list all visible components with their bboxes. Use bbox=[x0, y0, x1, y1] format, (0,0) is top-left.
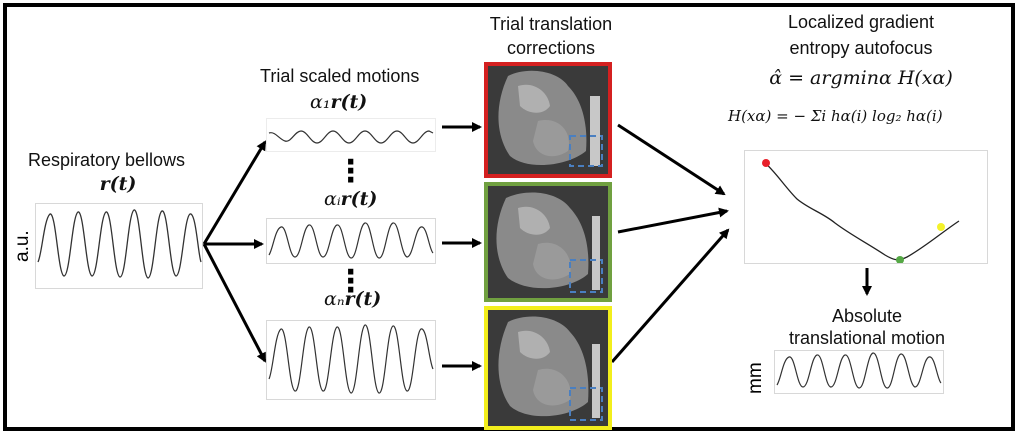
mri-image-green bbox=[484, 182, 612, 302]
green-point bbox=[896, 256, 904, 263]
mri-image-yellow bbox=[484, 306, 612, 430]
trial-signal-small bbox=[266, 118, 436, 152]
mri-image-red bbox=[484, 62, 612, 178]
bellows-math: r(t) bbox=[99, 173, 137, 195]
red-point bbox=[762, 159, 770, 167]
bellows-signal bbox=[35, 203, 203, 289]
alphai-label: αᵢr(t) bbox=[324, 188, 378, 210]
trial-signal-medium bbox=[266, 218, 436, 264]
ellipsis-dots-2: ··· bbox=[345, 255, 357, 308]
trial-signal-large bbox=[266, 320, 436, 400]
autofocus-title-1: Localized gradient bbox=[787, 12, 935, 32]
ellipsis-dots-1: ··· bbox=[345, 145, 357, 198]
bellows-title: Respiratory bellows bbox=[28, 150, 186, 170]
autofocus-title-2: entropy autofocus bbox=[789, 38, 933, 58]
absolute-motion-signal bbox=[774, 350, 944, 394]
alpha1-label: α₁r(t) bbox=[310, 91, 368, 113]
absolute-title-2: translational motion bbox=[788, 328, 946, 348]
absolute-title-1: Absolute bbox=[831, 306, 903, 326]
yellow-point bbox=[937, 223, 945, 231]
formula-argmin: α̂ = argminα H(xα) bbox=[769, 67, 953, 89]
entropy-curve-plot bbox=[744, 150, 988, 264]
formula-entropy: H(xα) = − Σi hα(i) log₂ hα(i) bbox=[728, 107, 943, 125]
trial-translation-title-1: Trial translation bbox=[489, 14, 613, 34]
trial-translation-title-2: corrections bbox=[506, 38, 596, 58]
alphan-label: αₙr(t) bbox=[324, 288, 382, 310]
mm-label: mm bbox=[745, 362, 766, 394]
trial-scaled-title: Trial scaled motions bbox=[260, 66, 420, 86]
